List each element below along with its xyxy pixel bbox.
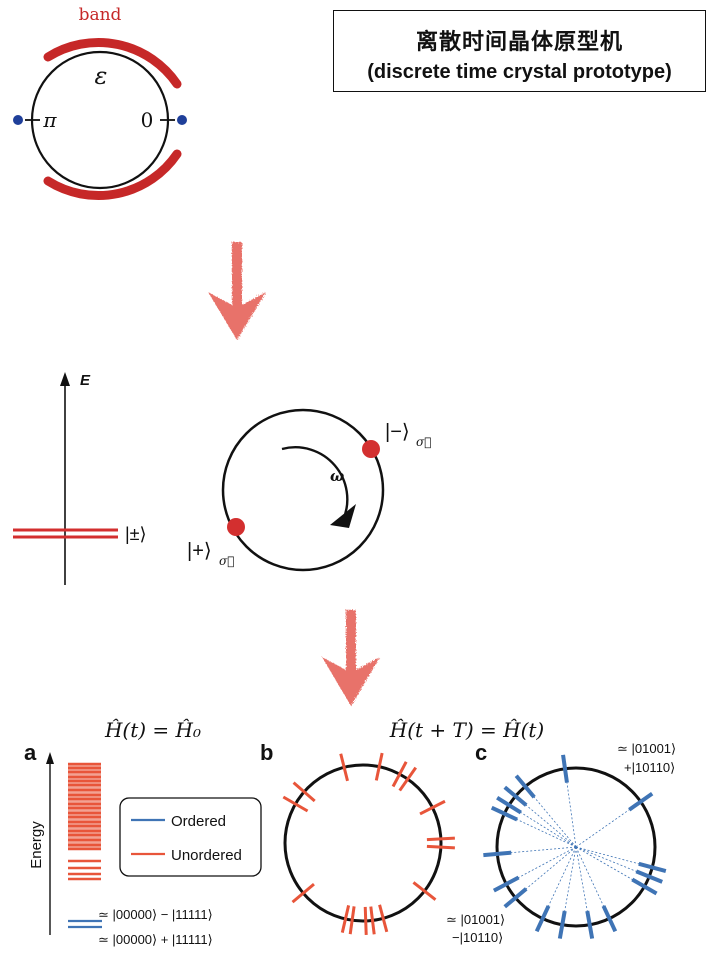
panel-b-tick xyxy=(426,844,455,850)
panel-b-ticks xyxy=(282,752,455,935)
minus-state-subscript: σ⃗ xyxy=(416,435,431,449)
lower-band-arc xyxy=(43,149,182,200)
pi-label: π xyxy=(42,108,57,132)
ordered-state-minus: ≃ |00000⟩ − |11111⟩ xyxy=(98,907,213,922)
panel-b-tick xyxy=(378,904,389,933)
panel-c-ticks xyxy=(483,754,667,939)
plus-state-dot xyxy=(227,518,245,536)
panel-b-tick xyxy=(426,836,455,842)
upper-band-arc xyxy=(43,38,182,89)
panel-c-tick xyxy=(503,887,528,909)
panel-b-label: b xyxy=(260,740,273,765)
panel-c-tick xyxy=(496,796,522,815)
panel-c-tick xyxy=(534,905,551,933)
panel-b-tick xyxy=(339,753,349,782)
down-arrow-1 xyxy=(208,242,266,340)
legend: Ordered Unordered xyxy=(119,797,262,877)
c-state-bottom-line2: −|10110⟩ xyxy=(452,930,503,945)
panel-c-tick xyxy=(561,754,569,783)
legend-label-unordered: Unordered xyxy=(171,847,242,864)
pi-dot xyxy=(13,115,23,125)
rotation-arrowhead xyxy=(330,504,356,528)
plus-state-subscript: σ⃗ xyxy=(219,554,234,568)
legend-label-ordered: Ordered xyxy=(171,813,226,830)
panel-b-tick xyxy=(391,761,408,788)
panel-b-tick xyxy=(419,799,446,816)
band-label: band xyxy=(79,5,122,25)
panel-b-tick xyxy=(374,752,384,781)
minus-state-label: |−⟩ xyxy=(385,421,410,443)
band-diagram: band ε π 0 xyxy=(13,5,187,200)
panel-b-tick xyxy=(340,905,351,933)
rotation-arrow xyxy=(281,446,349,521)
state-circle xyxy=(221,408,385,572)
plus-state-label: |+⟩ xyxy=(187,540,212,562)
energy-level-diagram: E |±⟩ xyxy=(13,372,147,585)
panel-c-circle-group: ≃ |01001⟩ +|10110⟩ ≃ |01001⟩ −|10110⟩ xyxy=(446,741,676,945)
minus-state-dot xyxy=(362,440,380,458)
panel-c-tick xyxy=(585,910,595,939)
energy-axis-arrowhead xyxy=(60,372,70,386)
c-state-top-line1: ≃ |01001⟩ xyxy=(617,741,676,756)
title-box: 离散时间晶体原型机 (discrete time crystal prototy… xyxy=(333,10,706,92)
panel-a-spectrum: Energy ≃ |00000⟩ − |11111⟩ ≃ |00000⟩ + |… xyxy=(28,752,213,947)
legend-box xyxy=(119,797,262,877)
panel-c-circle xyxy=(495,766,657,928)
hamiltonian-static: Ĥ(t) = Ĥ₀ xyxy=(104,718,201,742)
panel-c-tick xyxy=(514,774,536,799)
panel-c-tick xyxy=(635,869,663,884)
unordered-energy-levels xyxy=(68,762,101,881)
panel-b-tick xyxy=(369,906,376,935)
panel-c-tick xyxy=(557,910,567,939)
panel-c-tick xyxy=(503,785,528,807)
panel-b-tick xyxy=(348,906,356,935)
panel-b-tick xyxy=(292,781,316,803)
dense-level-band xyxy=(68,764,101,849)
panel-c-tick xyxy=(483,850,512,858)
hamiltonian-periodic: Ĥ(t + T) = Ĥ(t) xyxy=(389,718,544,742)
rotating-state-diagram: ω |−⟩ σ⃗ |+⟩ σ⃗ xyxy=(187,408,431,572)
panel-c-label: c xyxy=(475,740,487,765)
panel-c-tick xyxy=(628,792,654,812)
zero-dot xyxy=(177,115,187,125)
panel-b-tick xyxy=(291,882,315,904)
panel-b-tick xyxy=(363,906,368,935)
title-chinese: 离散时间晶体原型机 xyxy=(415,29,623,54)
zero-label: 0 xyxy=(141,108,154,132)
panel-c-tick xyxy=(631,877,658,896)
panel-b-circle-group xyxy=(282,752,455,935)
omega-label: ω xyxy=(330,467,344,485)
pm-state-label: |±⟩ xyxy=(125,524,147,544)
down-arrow-2 xyxy=(322,610,380,706)
ordered-state-plus: ≃ |00000⟩ + |11111⟩ xyxy=(98,932,213,947)
panel-a-energy-label: Energy xyxy=(28,821,45,869)
c-state-top-line2: +|10110⟩ xyxy=(624,760,675,775)
panel-c-tick xyxy=(490,805,518,822)
panel-c-tick xyxy=(638,861,667,874)
panel-a-axis-arrowhead xyxy=(46,752,54,764)
epsilon-label: ε xyxy=(95,62,108,90)
panel-b-tick xyxy=(398,766,417,792)
energy-axis-label: E xyxy=(80,372,91,389)
c-state-bottom-line1: ≃ |01001⟩ xyxy=(446,912,505,927)
panel-b-tick xyxy=(412,881,437,901)
panel-a-label: a xyxy=(24,740,37,765)
panel-b-tick xyxy=(282,795,309,813)
panel-c-tick xyxy=(492,875,520,893)
title-english: (discrete time crystal prototype) xyxy=(367,61,672,83)
panel-c-tick xyxy=(601,905,618,933)
panel-b-circle xyxy=(283,763,443,923)
